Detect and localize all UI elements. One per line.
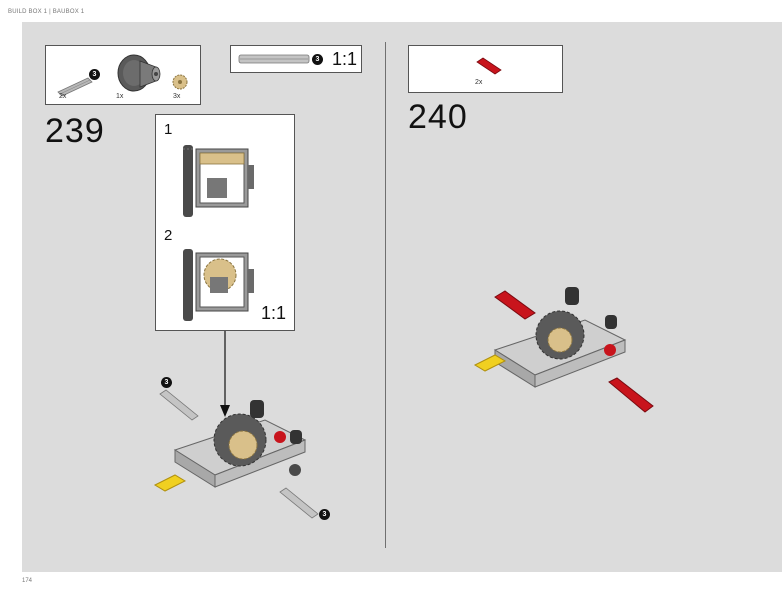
parts-callout-239: 3 2x 1x 3x (45, 45, 201, 105)
differential-housing-icon (117, 54, 161, 92)
axle-scale-callout: 3 1:1 (230, 45, 362, 73)
parts-callout-240: 2x (408, 45, 563, 93)
page-header: BUILD BOX 1 | BAUBOX 1 (8, 9, 85, 15)
red-pin-icon (608, 377, 654, 413)
red-pin-icon (476, 57, 502, 75)
axle-3-icon (238, 54, 310, 64)
assembly-arrow (220, 331, 230, 417)
step-number: 240 (408, 98, 468, 136)
part-qty: 3x (173, 93, 181, 100)
part-qty: 2x (59, 93, 67, 100)
instruction-panel (22, 22, 782, 572)
differential-assembly-image (183, 249, 254, 321)
bevel-gear-icon (172, 74, 188, 90)
axle-3-icon (57, 77, 93, 97)
step-number: 239 (45, 112, 105, 150)
part-qty: 2x (475, 79, 483, 86)
axle-3-icon (279, 487, 319, 519)
differential-assembly-image (183, 145, 254, 217)
subassembly-callout: 1 2 1:1 (155, 114, 295, 331)
length-badge: 3 (319, 509, 330, 520)
length-badge: 3 (312, 54, 323, 65)
scale-label: 1:1 (332, 49, 358, 69)
part-qty: 1x (116, 93, 124, 100)
scale-label: 1:1 (261, 303, 287, 323)
substep-number: 2 (164, 227, 173, 244)
differential-frame-model (473, 287, 627, 388)
length-badge: 3 (89, 69, 100, 80)
differential-frame-model (153, 400, 307, 492)
page-number: 174 (22, 578, 33, 584)
substep-number: 1 (164, 121, 173, 138)
step-divider (385, 42, 386, 548)
length-badge: 3 (161, 377, 172, 388)
axle-3-icon (159, 389, 199, 421)
